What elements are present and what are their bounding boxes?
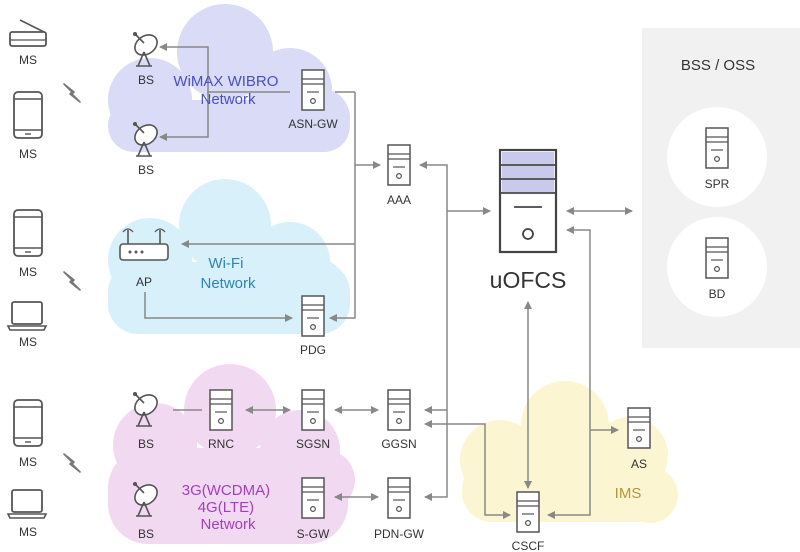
cellular-network-label: 3G(WCDMA) 4G(LTE) Network — [182, 482, 275, 533]
asn-gw-label: ASN-GW — [288, 117, 338, 131]
ms-label-6: MS — [19, 525, 37, 539]
as-label: AS — [631, 457, 647, 471]
wifi-network-label: Wi-Fi Network — [200, 255, 256, 292]
laptop-icon — [7, 301, 47, 331]
spr-server-icon — [705, 127, 729, 169]
phone-icon — [13, 399, 43, 447]
ims-label: IMS — [615, 485, 642, 502]
pdn-gw-label: PDN-GW — [374, 527, 425, 541]
pdg-server-icon — [301, 295, 325, 337]
ms-label-5: MS — [19, 455, 37, 469]
cell-bs-2-label: BS — [138, 527, 154, 541]
ggsn-label: GGSN — [381, 437, 416, 451]
ms-label-1: MS — [19, 53, 37, 67]
asn-gw-server-icon — [301, 69, 325, 111]
ggsn-server-icon — [387, 389, 411, 431]
signal-bolt-icon — [63, 453, 81, 473]
sgsn-server-icon — [301, 389, 325, 431]
ap-label: AP — [136, 275, 152, 289]
signal-bolt-icon — [63, 271, 81, 291]
as-server-icon — [627, 407, 651, 449]
pdn-gw-server-icon — [387, 477, 411, 519]
rnc-label: RNC — [208, 437, 234, 451]
bd-label: BD — [709, 287, 726, 301]
aaa-label: AAA — [387, 193, 411, 207]
wimax-bs-2-label: BS — [138, 163, 154, 177]
access-point-router-icon — [119, 228, 169, 261]
cscf-server-icon — [516, 491, 540, 533]
pdg-label: PDG — [300, 343, 326, 357]
aaa-server-icon — [387, 144, 411, 186]
ms-label-4: MS — [19, 335, 37, 349]
signal-bolt-icon — [63, 83, 81, 103]
sgw-label: S-GW — [297, 527, 330, 541]
ms-label-3: MS — [19, 265, 37, 279]
uofcs-label: uOFCS — [490, 267, 567, 293]
phone-icon — [13, 91, 43, 139]
ms-label-2: MS — [19, 147, 37, 161]
cell-bs-1-label: BS — [138, 437, 154, 451]
spr-label: SPR — [705, 177, 730, 191]
phone-icon — [13, 209, 43, 257]
cscf-label: CSCF — [512, 539, 545, 552]
uofcs-server-icon — [498, 148, 558, 254]
bss-oss-title: BSS / OSS — [681, 57, 755, 74]
wimax-cloud — [108, 4, 350, 152]
bd-server-icon — [705, 237, 729, 279]
laptop-icon — [7, 489, 47, 519]
printer-icon — [9, 19, 47, 47]
wimax-bs-1-label: BS — [138, 73, 154, 87]
ims-cloud — [460, 381, 678, 523]
sgsn-label: SGSN — [296, 437, 330, 451]
wimax-network-label: WiMAX WIBRO Network — [173, 73, 282, 108]
rnc-server-icon — [209, 389, 233, 431]
sgw-server-icon — [301, 477, 325, 519]
connections — [144, 43, 633, 519]
